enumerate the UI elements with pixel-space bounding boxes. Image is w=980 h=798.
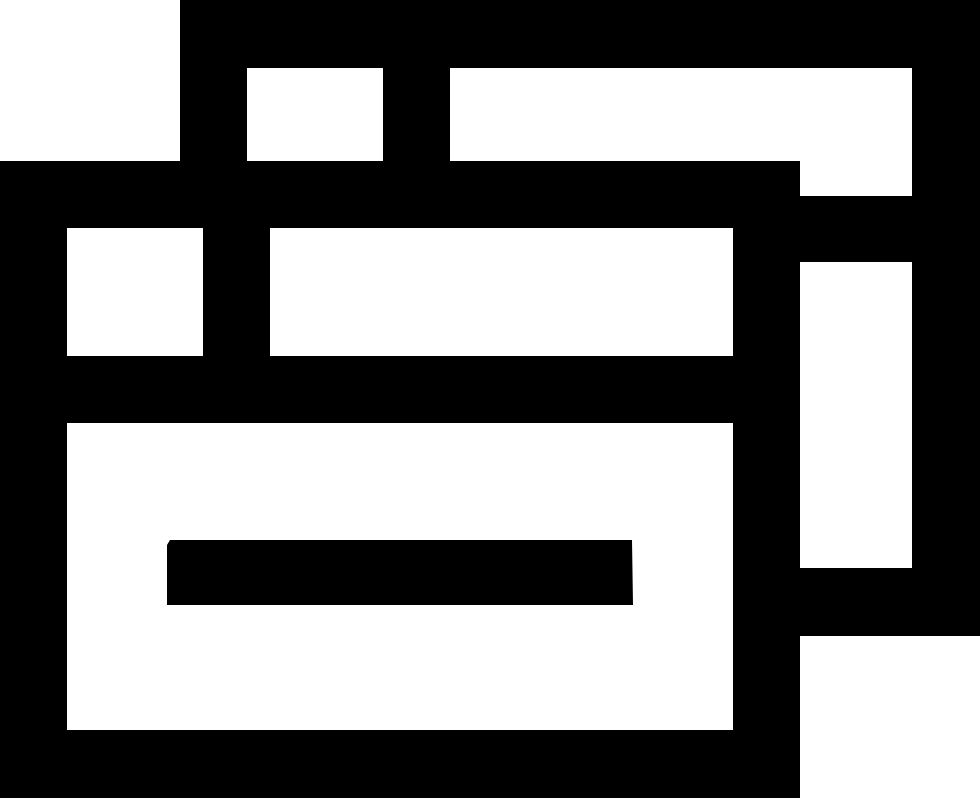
front-window-titlebar-divider: [0, 356, 800, 423]
front-window-top-border: [0, 161, 800, 228]
back-window-titlebar-divider: [800, 196, 980, 262]
back-window-icon: [180, 0, 980, 636]
back-window-top-border: [180, 0, 980, 68]
back-window-titlebar-button-divider: [383, 0, 450, 162]
front-window-icon: [0, 161, 800, 798]
back-window-right-border: [912, 0, 980, 636]
back-window-left-border: [180, 0, 247, 162]
front-window-left-border: [0, 161, 67, 798]
minimize-dash-icon: [167, 540, 633, 605]
front-window-titlebar-button-divider: [203, 161, 270, 423]
front-window-bottom-border: [0, 730, 800, 798]
back-window-bottom-border: [800, 568, 980, 636]
front-window-right-border: [733, 161, 800, 798]
